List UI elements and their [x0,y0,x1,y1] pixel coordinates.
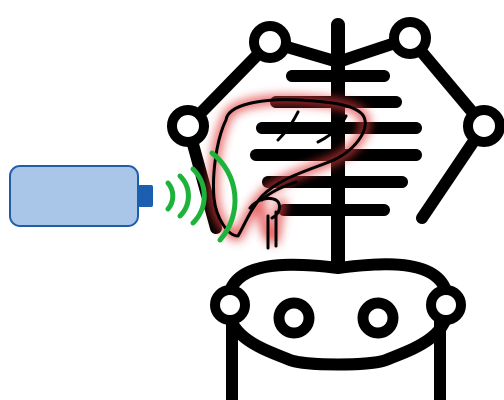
gallbladder-icon [248,180,298,250]
left-elbow-joint [167,105,209,147]
right-hip-joint [426,285,466,325]
ultrasound-probe-icon [9,165,153,227]
joints [167,17,504,325]
left-hip-joint [210,285,250,325]
probe-tip [138,185,153,207]
right-elbow-joint [463,105,504,147]
liver-inner-edge [316,114,348,144]
left-shoulder-joint [249,21,291,63]
pelvis-foramen [273,297,315,339]
right-shoulder-joint [389,17,431,59]
probe-body [9,165,139,227]
liver-lobe-divider [276,110,300,142]
pelvis-foramen [357,297,399,339]
liver-icon [212,98,367,238]
wireless-signal-icon [165,150,238,243]
